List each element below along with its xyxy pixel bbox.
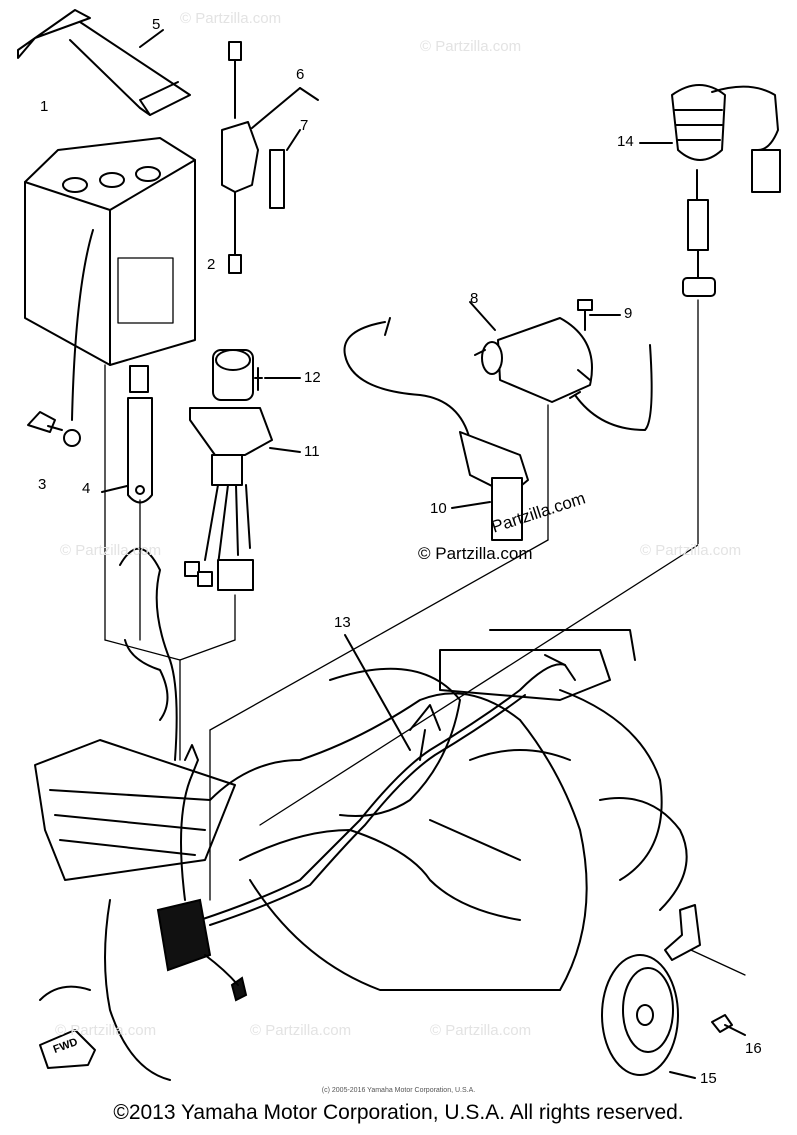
ignition-coil-part [343, 299, 653, 541]
callout-10: 10 [430, 500, 447, 517]
callout-1: 1 [40, 98, 49, 115]
battery-band-part [17, 9, 191, 116]
callout-7: 7 [300, 117, 309, 134]
callout-3: 3 [38, 476, 47, 493]
callout-16: 16 [745, 1040, 762, 1057]
battery-part [24, 137, 196, 447]
callout-15: 15 [700, 1070, 717, 1087]
switch-sensor-part [639, 84, 781, 297]
callout-5: 5 [152, 16, 161, 33]
watermark-bottom-center: © Partzilla.com [250, 1022, 352, 1039]
small-copyright: (c) 2005-2016 Yamaha Motor Corporation, … [321, 1087, 476, 1094]
scooter-frame [34, 547, 688, 1081]
callout-12: 12 [304, 369, 321, 386]
callout-14: 14 [617, 133, 634, 150]
watermark-mid-left: © Partzilla.com [60, 542, 162, 559]
callout-11: 11 [304, 443, 320, 460]
watermark-top-left: © Partzilla.com [180, 10, 282, 27]
watermark-top-right: © Partzilla.com [420, 38, 522, 55]
callout-9: 9 [624, 305, 633, 322]
watermark-mid-right: © Partzilla.com [640, 542, 742, 559]
watermark-bottom-right: © Partzilla.com [430, 1022, 532, 1039]
watermark-bottom-left: © Partzilla.com [55, 1022, 157, 1039]
main-switch-part [184, 349, 301, 591]
bolt-3 [27, 411, 63, 433]
watermark-center: © Partzilla.com [418, 544, 533, 563]
callout-13: 13 [334, 614, 351, 631]
fuse-holder-part [221, 41, 319, 274]
callout-8: 8 [470, 290, 479, 307]
callout-4: 4 [82, 480, 91, 497]
leader-lines [104, 299, 746, 976]
callout-2: 2 [207, 256, 216, 273]
horn-part [601, 904, 746, 1079]
breather-pipe-part [101, 365, 153, 504]
copyright-notice: ©2013 Yamaha Motor Corporation, U.S.A. A… [113, 1101, 684, 1124]
callout-6: 6 [296, 66, 305, 83]
